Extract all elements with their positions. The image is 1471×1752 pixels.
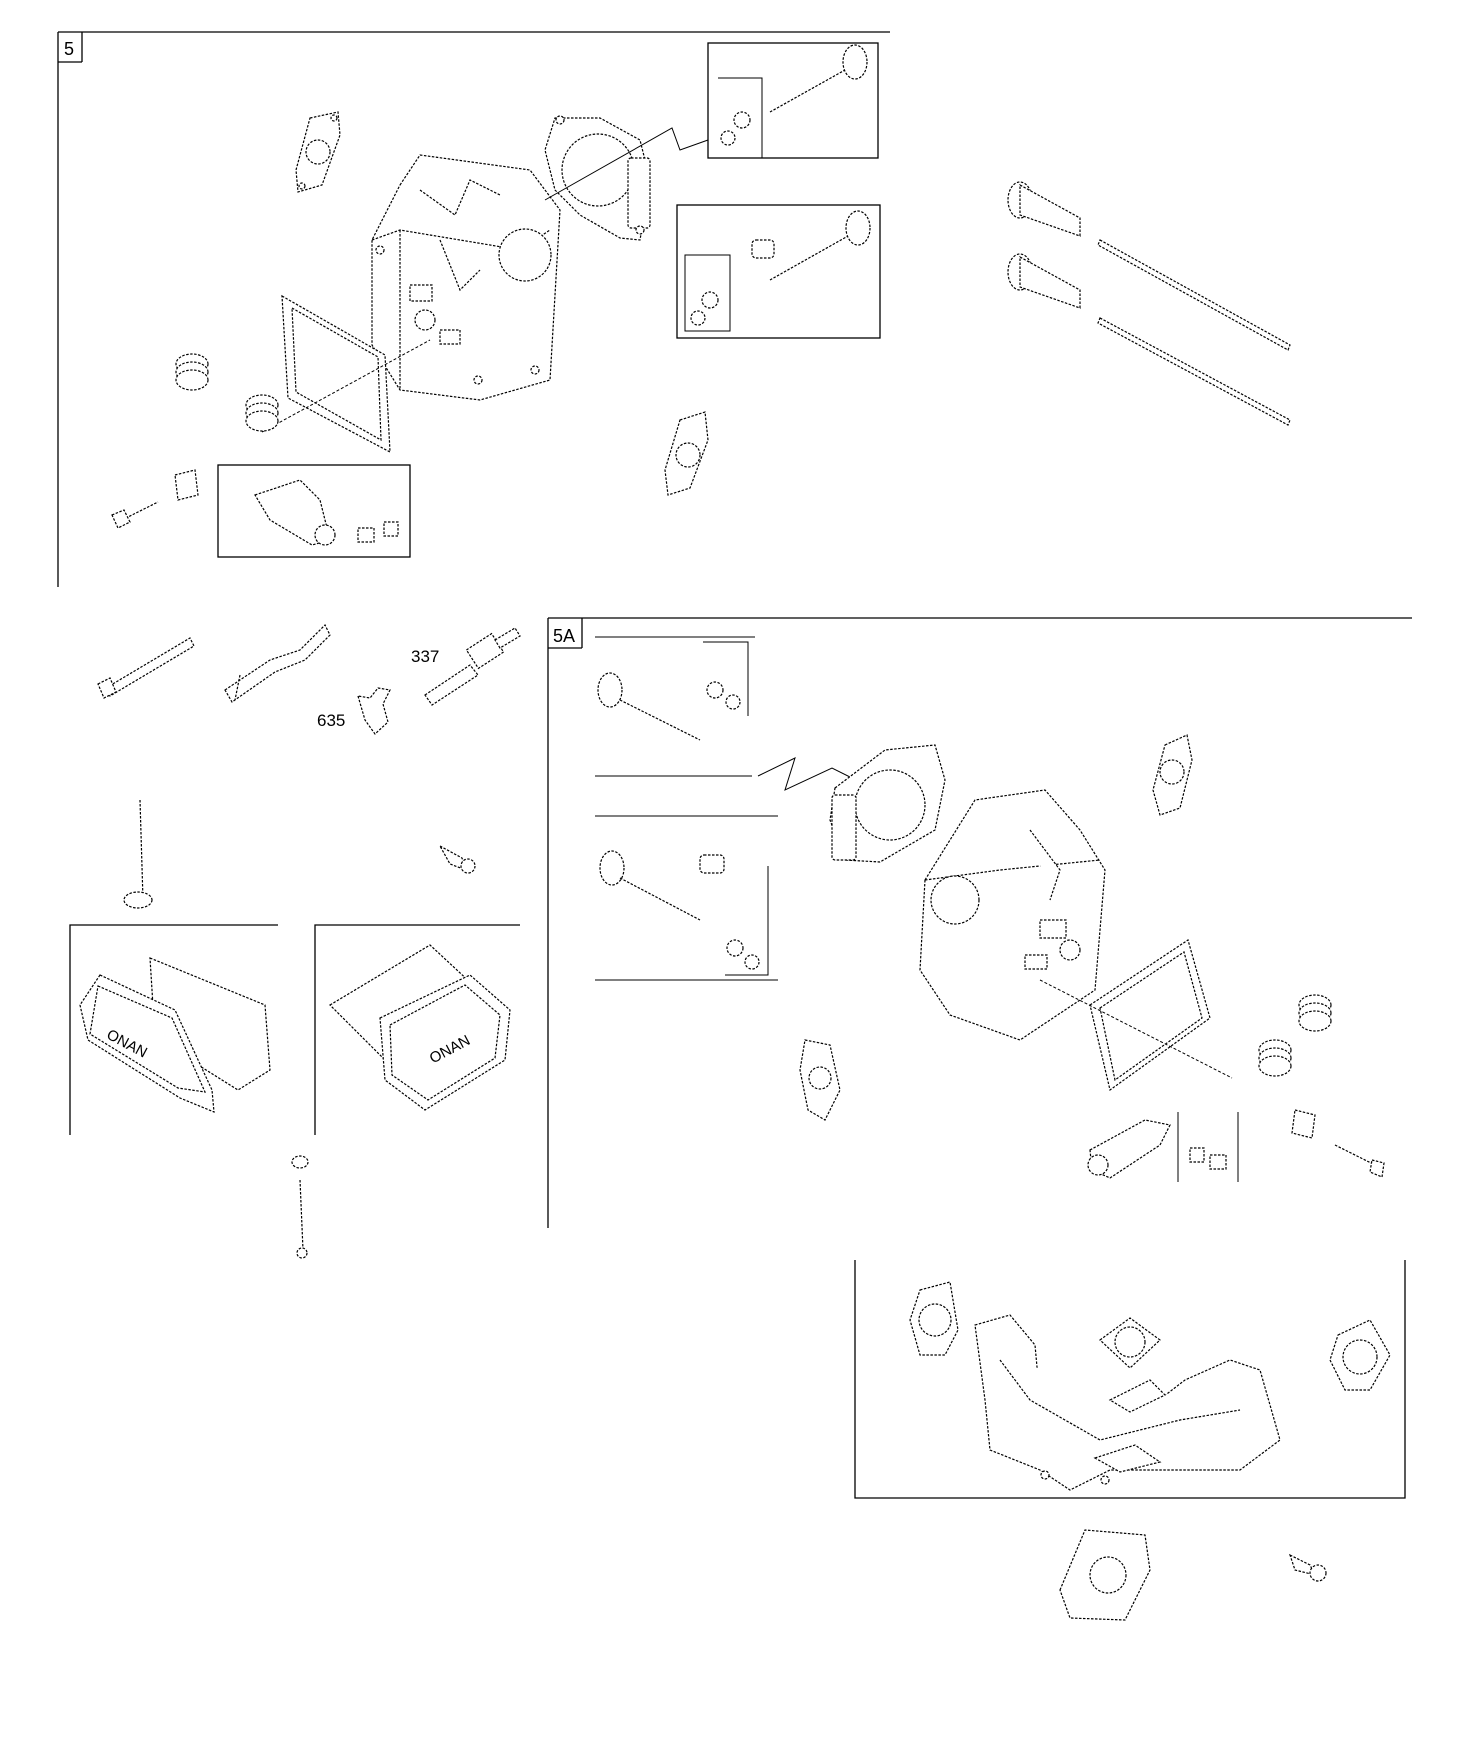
cylinder-head-5a (919, 789, 1106, 1041)
valve-spring (175, 353, 279, 432)
spark-plug-boot (357, 687, 391, 735)
small-screw (438, 844, 476, 874)
exhaust-manifold (974, 1314, 1281, 1491)
exhaust-valve-box (676, 204, 881, 339)
intake-valve-box (707, 42, 879, 159)
manifold-gasket-right (1329, 1319, 1391, 1391)
manifold-bolt (1288, 1553, 1327, 1582)
manifold-gasket-left (909, 1281, 959, 1356)
rocker-pivot-5a (1291, 1109, 1316, 1139)
rocker-arm-box (217, 464, 411, 558)
intake-gasket (295, 111, 341, 193)
exhaust-gasket-5a (799, 1039, 841, 1121)
cylinder-head (371, 154, 561, 401)
valve-cover-gasket (261, 294, 431, 454)
head-gasket (544, 115, 651, 241)
pushrod (1007, 181, 1291, 426)
leader-line-5a (757, 757, 861, 791)
valve-cover-left: ONAN (69, 924, 278, 1135)
valve-spring-5a (1258, 994, 1332, 1077)
exhaust-flange-gasket (1059, 1529, 1151, 1621)
rocker-arm-5a (1087, 1112, 1239, 1182)
dipstick (123, 799, 153, 909)
head-bolt-5a (1334, 1144, 1385, 1178)
exhaust-valve-5a (599, 850, 760, 970)
section-5a-frame: 5A (547, 617, 1412, 1228)
section-5-frame: 5 (57, 31, 890, 587)
spark-plug (424, 627, 521, 706)
valve-lines-5a (595, 775, 778, 981)
callout-635: 635 (317, 711, 345, 730)
exhaust-gasket (664, 411, 709, 496)
breather-tube (224, 623, 331, 703)
exhaust-manifold-box (854, 1260, 1406, 1499)
intake-valve-5a (595, 636, 755, 741)
head-gasket-5a (829, 744, 946, 863)
section-5-label: 5 (64, 39, 74, 59)
long-bolt (97, 637, 195, 699)
callout-337: 337 (411, 647, 439, 666)
head-bolt (111, 501, 159, 529)
valve-cover-gasket-5a (1039, 939, 1233, 1092)
breather-valve (291, 1155, 309, 1259)
section-5a-label: 5A (553, 626, 575, 646)
rocker-pivot (174, 469, 199, 501)
intake-gasket-5a (1152, 734, 1193, 816)
valve-cover-right: ONAN (314, 924, 520, 1135)
leader-line (544, 127, 709, 201)
manifold-gasket-center (1099, 1317, 1161, 1369)
